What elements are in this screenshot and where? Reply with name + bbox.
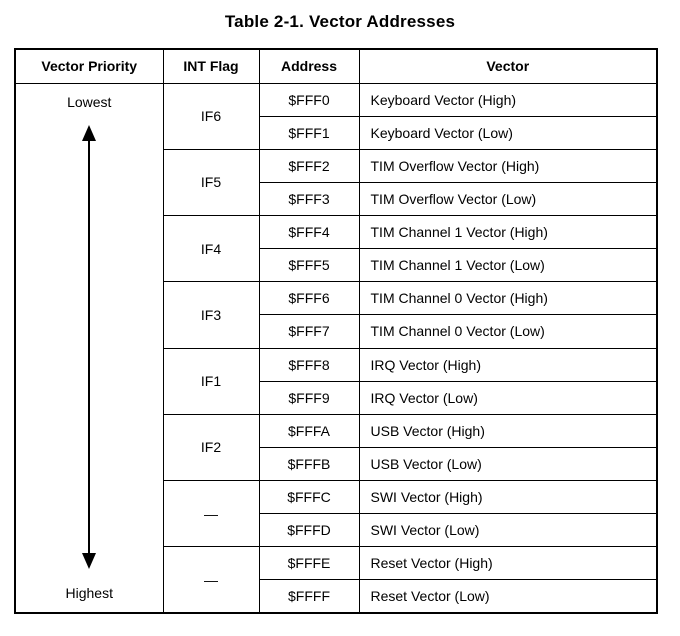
vector-cell: TIM Channel 0 Vector (Low) bbox=[358, 314, 658, 349]
page-title: Table 2-1. Vector Addresses bbox=[224, 12, 456, 31]
address-cell: $FFF7 bbox=[258, 314, 360, 349]
priority-double-arrow bbox=[16, 124, 163, 569]
int-flag-cell: — bbox=[162, 479, 260, 548]
arrow-shaft bbox=[88, 136, 91, 557]
header-cell-vector: Vector bbox=[358, 48, 658, 84]
address-cell: $FFFF bbox=[258, 579, 360, 614]
int-flag-cell: IF3 bbox=[162, 281, 260, 349]
table-header: Vector Priority INT Flag Address Vector bbox=[14, 48, 658, 84]
address-cell: $FFF3 bbox=[258, 181, 360, 217]
vector-cell: USB Vector (Low) bbox=[358, 446, 658, 482]
address-cell: $FFF6 bbox=[258, 281, 360, 316]
address-cell: $FFFB bbox=[258, 446, 360, 482]
header-cell-int-flag: INT Flag bbox=[162, 48, 260, 84]
vector-cell: TIM Channel 0 Vector (High) bbox=[358, 281, 658, 316]
vector-cell: USB Vector (High) bbox=[358, 413, 658, 448]
vector-cell: TIM Channel 1 Vector (High) bbox=[358, 214, 658, 250]
vector-cell: Reset Vector (High) bbox=[358, 546, 658, 581]
header-row: Vector Priority INT Flag Address Vector bbox=[14, 48, 658, 84]
address-cell: $FFF4 bbox=[258, 214, 360, 250]
priority-cell: Lowest Highest bbox=[14, 82, 164, 614]
header-cell-vector-priority: Vector Priority bbox=[14, 48, 164, 84]
int-flag-cell: — bbox=[162, 546, 260, 614]
address-cell: $FFFE bbox=[258, 546, 360, 581]
vector-cell: TIM Overflow Vector (Low) bbox=[358, 181, 658, 217]
vector-cell: IRQ Vector (Low) bbox=[358, 380, 658, 415]
arrow-up-icon bbox=[82, 124, 97, 141]
address-cell: $FFFD bbox=[258, 513, 360, 548]
priority-highest-label: Highest bbox=[65, 584, 113, 601]
address-cell: $FFF0 bbox=[258, 82, 360, 117]
address-cell: $FFF8 bbox=[258, 347, 360, 382]
vector-cell: SWI Vector (Low) bbox=[358, 513, 658, 548]
arrow-down-icon bbox=[82, 552, 97, 569]
address-cell: $FFFC bbox=[258, 479, 360, 515]
vector-cell: SWI Vector (High) bbox=[358, 479, 658, 515]
int-flag-cell: IF1 bbox=[162, 347, 260, 415]
vector-cell: Reset Vector (Low) bbox=[358, 579, 658, 614]
vector-addresses-table: Vector Priority INT Flag Address Vector … bbox=[14, 48, 658, 614]
vector-cell: Keyboard Vector (High) bbox=[358, 82, 658, 117]
priority-inner: Lowest Highest bbox=[16, 86, 163, 610]
int-flag-cell: IF6 bbox=[162, 82, 260, 150]
address-cell: $FFF2 bbox=[258, 148, 360, 183]
address-cell: $FFFA bbox=[258, 413, 360, 448]
int-flag-cell: IF5 bbox=[162, 148, 260, 217]
vector-cell: IRQ Vector (High) bbox=[358, 347, 658, 382]
address-cell: $FFF9 bbox=[258, 380, 360, 415]
int-flag-cell: IF2 bbox=[162, 413, 260, 482]
address-cell: $FFF1 bbox=[258, 115, 360, 150]
vector-cell: TIM Channel 1 Vector (Low) bbox=[358, 248, 658, 283]
vector-cell: Keyboard Vector (Low) bbox=[358, 115, 658, 150]
address-cell: $FFF5 bbox=[258, 248, 360, 283]
header-cell-address: Address bbox=[258, 48, 360, 84]
vector-cell: TIM Overflow Vector (High) bbox=[358, 148, 658, 183]
priority-lowest-label: Lowest bbox=[67, 93, 112, 110]
int-flag-cell: IF4 bbox=[162, 214, 260, 283]
